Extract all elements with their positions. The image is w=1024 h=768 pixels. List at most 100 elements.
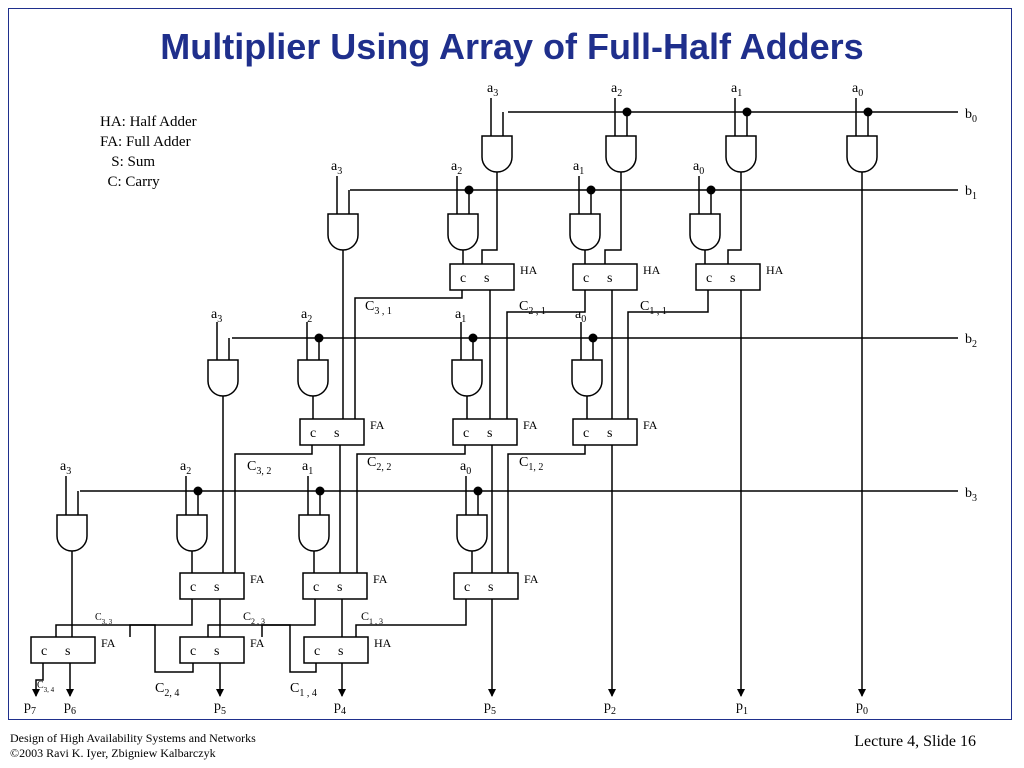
b0-label: b0 [965,107,977,125]
sum-wire [727,172,742,264]
sum-port-label: s [730,271,735,286]
full-adder: c s FA [452,418,538,446]
carry-port-label: c [190,580,196,595]
slide-title: Multiplier Using Array of Full-Half Adde… [160,26,864,67]
carry-wire [627,290,709,419]
and-gate [298,514,330,552]
output-label: p1 [736,699,748,717]
footer-credits: Design of High Availability Systems and … [10,731,256,761]
carry-port-label: c [583,271,589,286]
junction-dot [468,333,478,343]
and-gate [56,514,88,552]
carry-label: C3 , 1 [365,299,392,317]
footer-copyright: ©2003 Ravi K. Iyer, Zbigniew Kalbarczyk [10,746,216,760]
and-gate [297,359,329,397]
gate-input-label: a2 [301,307,312,325]
adder-type-label: FA [101,636,116,650]
gate-input-label: a1 [573,159,584,177]
sum-wire [481,172,498,264]
gate-input-label: a1 [455,307,466,325]
carry-port-label: c [706,271,712,286]
carry-wire [32,663,44,697]
carry-wire [55,599,193,637]
and-gate [689,213,721,251]
and-gate [447,213,479,251]
carry-port-label: c [463,426,469,441]
footer-course: Design of High Availability Systems and … [10,731,256,745]
half-adder: c s HA [572,263,661,291]
junction-dot [706,185,716,195]
junction-dot [464,185,474,195]
adder-type-label: HA [643,263,661,277]
legend-item-sum: S: Sum [100,154,156,170]
adder-type-label: FA [370,418,385,432]
carry-wire [506,290,586,419]
junction-dot [193,486,203,496]
gate-input-label: a3 [60,459,71,477]
and-gate [605,135,637,173]
carry-port-label: c [583,426,589,441]
carry-label: C2 , 1 [519,299,546,317]
gate-input-label: a1 [731,81,742,99]
carry-label: C2, 2 [367,455,391,473]
and-gate [725,135,757,173]
output-label: p5 [214,699,226,717]
sum-port-label: s [214,644,219,659]
carry-wire [356,445,466,573]
b1-label: b1 [965,184,977,202]
output-label: p7 [24,699,36,717]
gate-input-label: a0 [693,159,704,177]
output-label: p5 [484,699,496,717]
output-label: p0 [856,699,868,717]
and-gate [207,359,239,397]
junction-dot [742,107,752,117]
carry-wire [261,624,317,673]
carry-wire [234,445,313,573]
sum-wire [604,172,622,264]
carry-port-label: c [41,644,47,659]
sum-port-label: s [607,271,612,286]
carry-port-label: c [313,580,319,595]
output-label: p4 [334,699,346,717]
and-gate [451,359,483,397]
adder-type-label: HA [374,636,392,650]
junction-dot [586,185,596,195]
carry-label: C1 , 3 [361,609,383,626]
and-gate [456,514,488,552]
gate-input-label: a2 [451,159,462,177]
gate-input-label: a0 [575,307,586,325]
junction-dot [622,107,632,117]
legend-item-carry: C: Carry [100,174,160,190]
carry-label: C1 , 1 [640,299,667,317]
junction-dot [314,333,324,343]
sum-port-label: s [334,426,339,441]
and-gate [327,213,359,251]
carry-port-label: c [460,271,466,286]
and-gate [571,359,603,397]
output-label: p2 [604,699,616,717]
full-adder: c s FA [179,636,265,664]
slide-frame [8,8,1012,720]
gate-input-label: a3 [487,81,498,99]
carry-port-label: c [190,644,196,659]
adder-type-label: FA [643,418,658,432]
and-gate [846,135,878,173]
gate-input-label: a2 [611,81,622,99]
b2-label: b2 [965,332,977,350]
carry-wire [354,290,463,419]
carry-port-label: c [464,580,470,595]
carry-label: C2, 4 [155,681,179,699]
adder-type-label: FA [523,418,538,432]
adder-type-label: FA [250,636,265,650]
junction-dot [863,107,873,117]
legend: HA: Half Adder FA: Full Adder S: Sum C: … [100,112,197,192]
and-gate [569,213,601,251]
sum-port-label: s [487,426,492,441]
